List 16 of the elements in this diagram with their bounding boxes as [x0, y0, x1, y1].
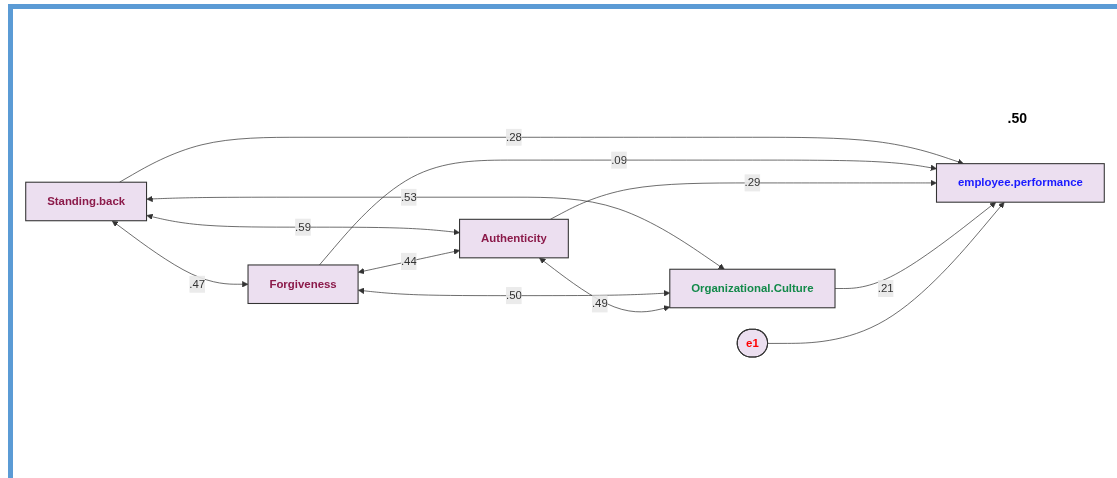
- node-box: Standing.back: [25, 181, 148, 221]
- coefficient-label: .50: [1007, 110, 1027, 126]
- edge-label: .47: [189, 277, 206, 290]
- edge-label: .09: [611, 153, 627, 166]
- edge-label: .21: [877, 281, 894, 294]
- edge-label: .53: [400, 190, 417, 203]
- node-box: Organizational.Culture: [669, 268, 836, 308]
- edge-label: .29: [744, 176, 761, 189]
- edge-label: .50: [506, 288, 522, 301]
- node-box: Forgiveness: [247, 264, 359, 304]
- edge-label: .59: [295, 220, 311, 233]
- edge-label: .44: [400, 254, 417, 267]
- edge-label: .28: [506, 130, 522, 143]
- edge-label: .49: [591, 297, 608, 310]
- node-box: employee.performance: [935, 162, 1105, 203]
- node-box: Authenticity: [459, 218, 569, 258]
